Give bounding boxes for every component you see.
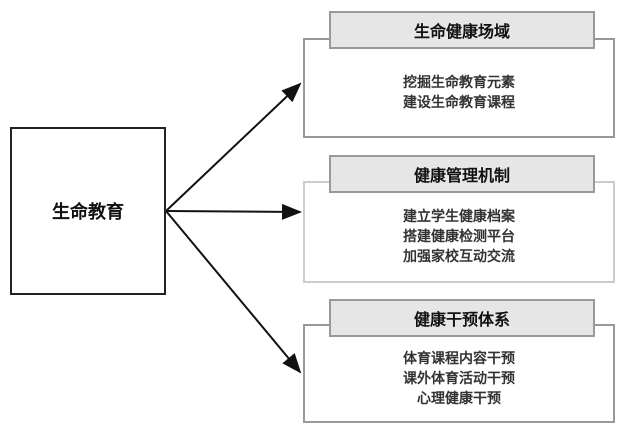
item: 课外体育活动干预 (403, 370, 515, 387)
branch-box-1: 挖掘生命教育元素 建设生命教育课程 (303, 38, 615, 138)
arrow-1 (165, 82, 302, 212)
branch-box-2: 建立学生健康档案 搭建健康检测平台 加强家校互动交流 (303, 181, 615, 283)
branch-title-1: 生命健康场域 (329, 11, 595, 49)
branch-box-3: 体育课程内容干预 课外体育活动干预 心理健康干预 (303, 324, 615, 423)
item: 加强家校互动交流 (403, 249, 515, 265)
branch-title-3: 健康干预体系 (329, 299, 595, 337)
item: 体育课程内容干预 (403, 350, 515, 367)
arrow-2 (165, 203, 302, 220)
item: 建设生命教育课程 (403, 95, 515, 111)
item: 建立学生健康档案 (403, 209, 515, 225)
item: 挖掘生命教育元素 (403, 75, 515, 91)
item: 搭建健康检测平台 (403, 229, 515, 245)
branch-title-2: 健康管理机制 (329, 155, 595, 193)
center-node: 生命教育 (10, 127, 166, 295)
arrow-3 (165, 210, 302, 374)
item: 心理健康干预 (417, 390, 501, 407)
